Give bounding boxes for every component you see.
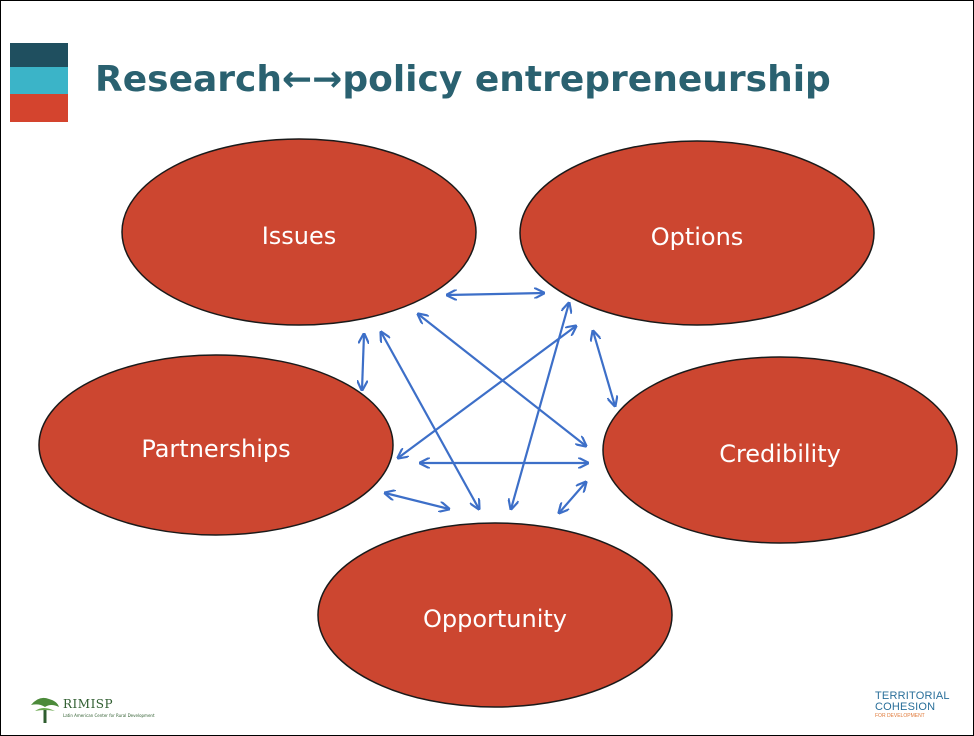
logo-subtitle: Latin American Center for Rural Developm… [63,713,155,718]
node-label-options: Options [651,223,744,251]
logo-line-territorial: TERRITORIAL [875,690,950,702]
node-opportunity: Opportunity [317,522,673,708]
arrow-issues-options [447,293,544,295]
arrow-layer [362,293,615,513]
node-label-issues: Issues [262,222,337,250]
logo-line-cohesion: COHESION [875,701,936,713]
accent-bar-red [10,94,68,122]
arrow-options-partnerships [398,326,576,458]
arrow-credibility-opportunity [559,482,586,513]
accent-bar-teal [10,67,68,94]
node-credibility: Credibility [602,356,958,544]
territorial-cohesion-logo: TERRITORIAL COHESION FOR DEVELOPMENT [875,691,965,727]
arrow-partnerships-opportunity [385,493,449,509]
slide-title: Research←→policy entrepreneurship [95,59,831,100]
logo-name: RIMISP [63,697,114,711]
arrow-issues-opportunity [381,332,479,509]
logo-line-for-development: FOR DEVELOPMENT [875,713,925,719]
arrow-options-opportunity [511,303,569,509]
rimisp-logo: RIMISP Latin American Center for Rural D… [29,691,199,725]
node-label-credibility: Credibility [719,440,841,468]
tree-icon [31,697,59,723]
arrow-issues-partnerships [362,334,364,390]
accent-bar-dark [10,43,68,67]
arrow-options-credibility [593,331,615,406]
node-label-partnerships: Partnerships [141,435,290,463]
node-label-opportunity: Opportunity [423,605,567,633]
node-partnerships: Partnerships [38,354,394,536]
node-issues: Issues [121,138,477,326]
node-options: Options [519,140,875,326]
